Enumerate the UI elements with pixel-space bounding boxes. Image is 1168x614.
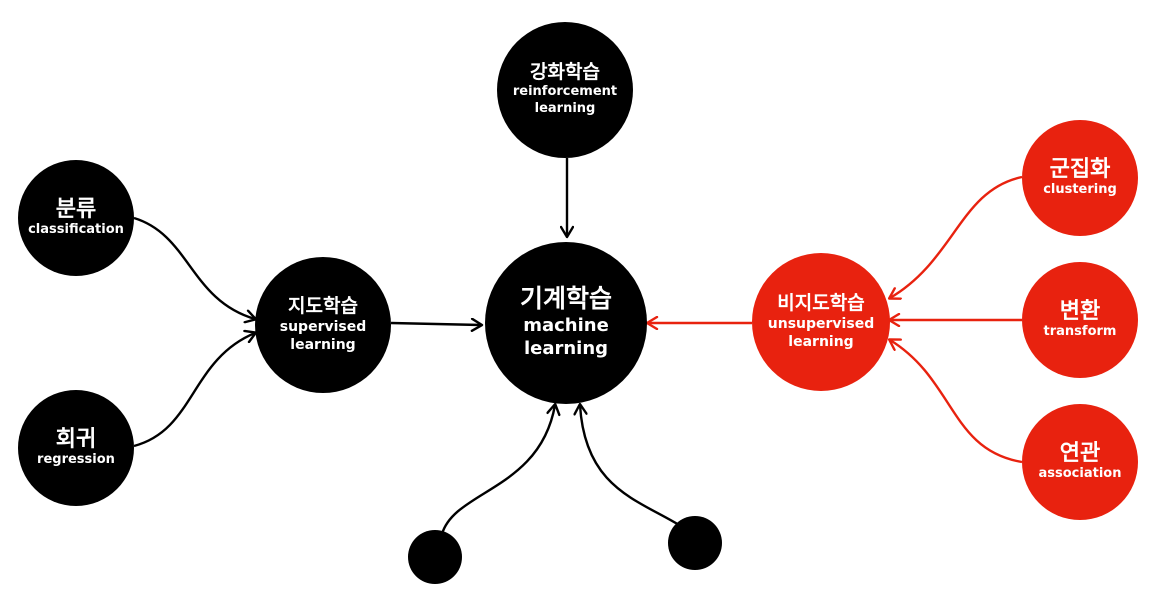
edge-regression-to-supervised xyxy=(133,333,255,448)
node-reinforcement-learning: 강화학습 reinforcement learning xyxy=(497,22,633,158)
machine-learning-ko: 기계학습 xyxy=(519,284,612,314)
node-bottom-right xyxy=(668,516,722,570)
supervised-ko: 지도학습 xyxy=(288,294,358,317)
edge-association-to-unsupervised xyxy=(890,340,1023,464)
transform-ko: 변환 xyxy=(1059,298,1101,324)
reinforcement-en-1: reinforcement xyxy=(512,84,618,100)
classification-en: classification xyxy=(28,222,124,238)
supervised-en-1: supervised xyxy=(279,318,367,335)
edge-supervised-to-ml xyxy=(390,323,481,325)
unsupervised-en-1: unsupervised xyxy=(767,315,875,332)
node-unsupervised-learning: 비지도학습 unsupervised learning xyxy=(752,253,890,391)
transform-en: transform xyxy=(1043,324,1117,340)
node-classification: 분류 classification xyxy=(18,160,134,276)
node-association: 연관 association xyxy=(1022,404,1138,520)
node-supervised-learning: 지도학습 supervised learning xyxy=(255,257,391,393)
supervised-en-2: learning xyxy=(290,336,356,353)
edge-clustering-to-unsupervised xyxy=(890,175,1023,298)
machine-learning-en-2: learning xyxy=(523,338,609,360)
edge-classification-to-supervised xyxy=(133,216,255,319)
unsupervised-en-2: learning xyxy=(788,333,854,350)
unsupervised-ko: 비지도학습 xyxy=(777,291,865,314)
node-clustering: 군집화 clustering xyxy=(1022,120,1138,236)
association-ko: 연관 xyxy=(1059,440,1101,466)
node-transform: 변환 transform xyxy=(1022,262,1138,378)
clustering-en: clustering xyxy=(1043,182,1117,198)
machine-learning-en-1: machine xyxy=(523,314,609,336)
edge-bottom-left-to-ml xyxy=(440,405,555,535)
classification-ko: 분류 xyxy=(55,196,97,222)
node-bottom-left xyxy=(408,530,462,584)
reinforcement-ko: 강화학습 xyxy=(530,61,600,84)
clustering-ko: 군집화 xyxy=(1049,156,1111,182)
node-machine-learning: 기계학습 machine learning xyxy=(485,242,647,404)
node-regression: 회귀 regression xyxy=(18,390,134,506)
reinforcement-en-2: learning xyxy=(534,100,596,116)
edge-bottom-right-to-ml xyxy=(580,405,685,530)
regression-ko: 회귀 xyxy=(55,426,97,452)
association-en: association xyxy=(1038,466,1122,482)
regression-en: regression xyxy=(37,452,115,468)
